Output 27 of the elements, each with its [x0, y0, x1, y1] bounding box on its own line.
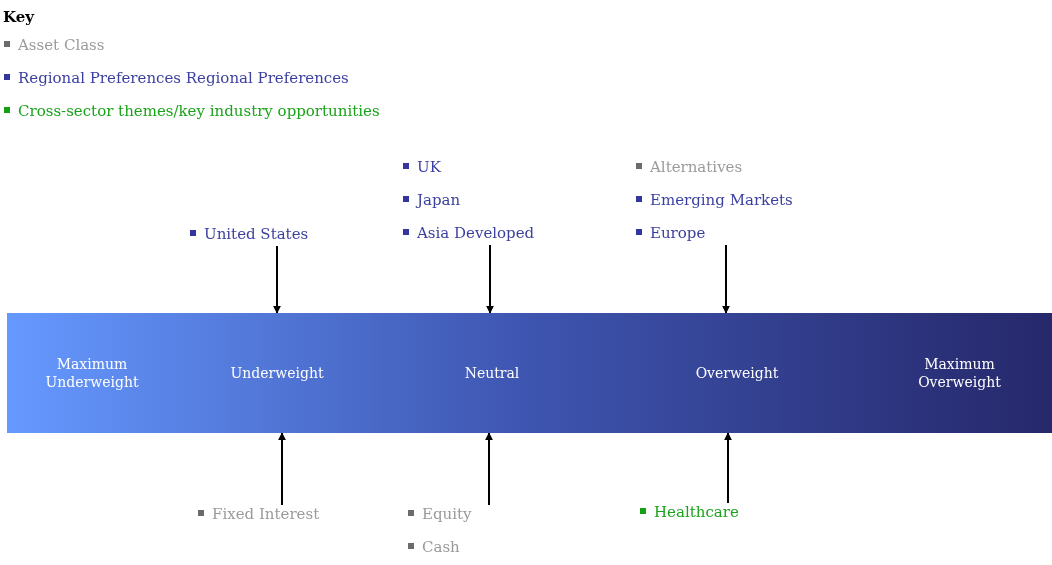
- list-item: United States: [204, 225, 309, 243]
- arrow: [486, 244, 494, 314]
- arrow: [273, 245, 281, 314]
- list-item: Alternatives: [650, 158, 743, 176]
- arrow: [278, 432, 286, 506]
- legend-heading: Key: [3, 7, 34, 28]
- scale-label: Maximum Underweight: [44, 355, 140, 391]
- list-item: Equity: [422, 505, 472, 523]
- scale-label: Underweight: [230, 364, 324, 382]
- list-item: Cash: [422, 538, 460, 556]
- legend-text: Regional Preferences Regional Preferences: [18, 69, 349, 87]
- scale-label: Overweight: [695, 364, 779, 382]
- scale-label: Maximum Overweight: [917, 355, 1002, 391]
- arrow: [485, 432, 493, 506]
- scale-bar: [7, 313, 1052, 433]
- list-item: Asia Developed: [417, 224, 535, 242]
- legend-text: Asset Class: [18, 36, 105, 54]
- list-item: Healthcare: [654, 503, 739, 521]
- list-item: Japan: [417, 191, 461, 209]
- list-item: Emerging Markets: [650, 191, 793, 209]
- scale-label: Neutral: [464, 364, 520, 382]
- list-item: Fixed Interest: [212, 505, 320, 523]
- arrow: [722, 244, 730, 314]
- list-item: UK: [417, 158, 441, 176]
- arrow: [724, 432, 732, 504]
- list-item: Europe: [650, 224, 706, 242]
- legend-text: Cross-sector themes/key industry opportunities: [18, 102, 380, 120]
